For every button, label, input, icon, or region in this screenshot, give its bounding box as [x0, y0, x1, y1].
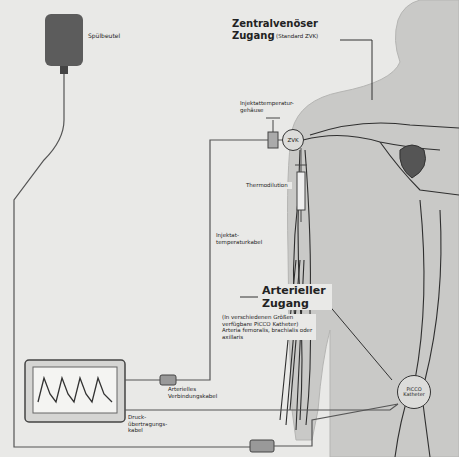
label-text: Arterielles Verbindungskabel — [168, 386, 228, 399]
pressure-waves — [38, 378, 112, 402]
catheter-circle: ZVK — [282, 129, 304, 151]
label-text: Injektattemperatur-gehäuse — [240, 100, 280, 113]
node-text: ZVK — [284, 137, 302, 143]
monitor — [25, 360, 125, 422]
arterial-cable — [125, 404, 398, 410]
flush-tube — [14, 74, 250, 447]
catheter-circle: PiCCO Katheter — [397, 375, 431, 409]
body-silhouette — [288, 0, 459, 457]
flush-bag — [45, 14, 83, 66]
pressure-transducer — [250, 440, 274, 452]
injectate-temperature-cable — [125, 140, 293, 380]
label-text: Injektat-temperaturkabel — [216, 232, 260, 245]
heart — [400, 145, 426, 178]
label-text: Thermodilution — [246, 182, 292, 189]
syringe — [295, 148, 307, 222]
label-text: Arterieller Zugang — [262, 284, 332, 310]
label-text: (Standard ZVK) — [276, 33, 336, 40]
temperature-housing — [268, 132, 278, 148]
cable-connector — [160, 375, 176, 385]
label-text: (In verschiedenen Größen verfügbare PiCC… — [222, 314, 316, 340]
node-text: PiCCO Katheter — [399, 387, 429, 398]
label-text: Spülbeutel — [88, 32, 138, 39]
label-text: Druck-übertragungs-kabel — [128, 414, 168, 434]
leader-line — [340, 40, 372, 100]
